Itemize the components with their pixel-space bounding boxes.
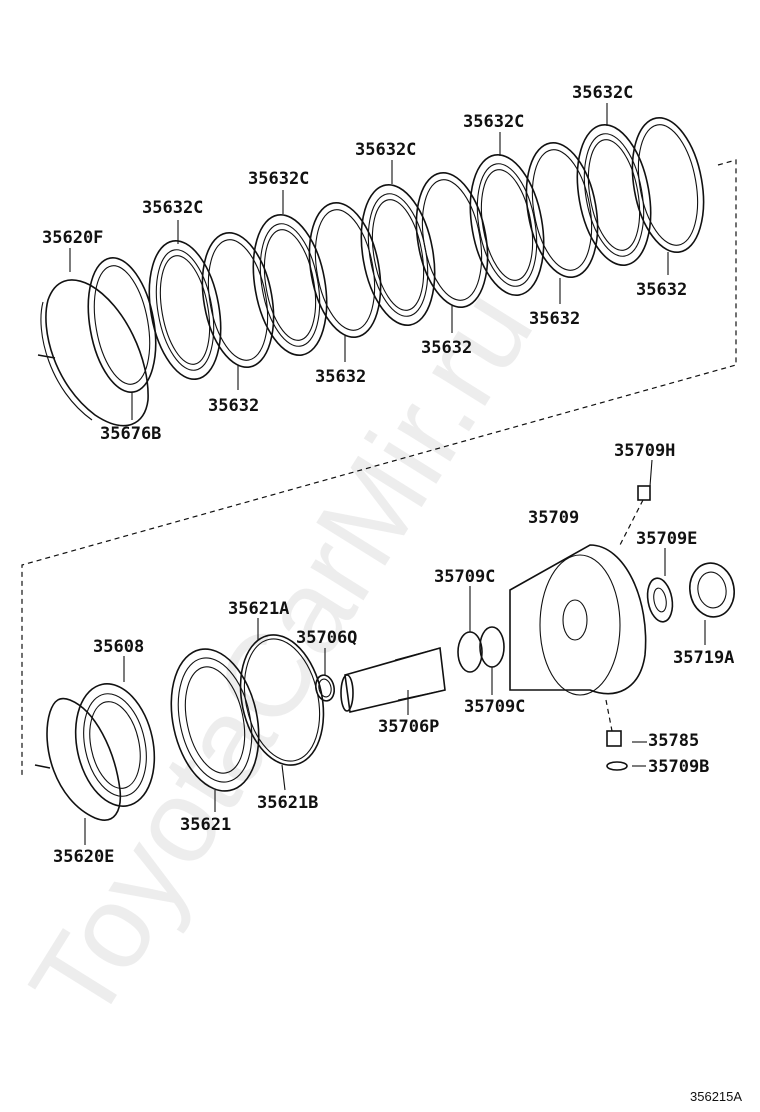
label-35632C-4: 35632C [248, 169, 309, 189]
label-35709C-bottom: 35709C [464, 697, 525, 717]
leader-lines-lower [84, 459, 706, 845]
label-35709: 35709 [528, 508, 579, 528]
dashed-outline [21, 159, 737, 778]
cap-35785 [605, 699, 622, 747]
label-35632-4: 35632 [315, 367, 366, 387]
label-35706Q: 35706Q [296, 628, 357, 648]
washer-35709E [646, 577, 674, 623]
clutch-plate-stack [87, 116, 705, 393]
label-35632-1: 35632 [636, 280, 687, 300]
label-35632C-1: 35632C [572, 83, 633, 103]
label-35632C-2: 35632C [463, 112, 524, 132]
label-35706P: 35706P [378, 717, 439, 737]
label-35621: 35621 [180, 815, 231, 835]
illustration-reference: 356215A [690, 1089, 742, 1104]
plug-35709H [619, 485, 651, 546]
ring-35706Q [314, 674, 336, 702]
label-35632C-5: 35632C [142, 198, 203, 218]
seal-rings-35709C [457, 626, 505, 673]
label-35620F: 35620F [42, 228, 103, 248]
label-35608: 35608 [93, 637, 144, 657]
label-35621B: 35621B [257, 793, 318, 813]
snap-ring-35620F [37, 279, 149, 427]
shaft-35706P [340, 646, 446, 713]
drum-35709 [509, 544, 647, 696]
label-35632-5: 35632 [208, 396, 259, 416]
label-35632-2: 35632 [529, 309, 580, 329]
label-35709B: 35709B [648, 757, 709, 777]
label-35709C-top: 35709C [434, 567, 495, 587]
label-35621A: 35621A [228, 599, 289, 619]
label-35632C-3: 35632C [355, 140, 416, 160]
bearing-35719A [689, 562, 735, 618]
one-way-clutch-35608 [74, 683, 156, 807]
planetary-gear-35621 [170, 648, 260, 792]
label-35785: 35785 [648, 731, 699, 751]
label-35632-3: 35632 [421, 338, 472, 358]
snap-ring-35620E [34, 697, 122, 821]
leader-lines-upper [69, 103, 669, 420]
watermark: ToyotaCarMir.ru [5, 268, 558, 1044]
o-ring-35709B [606, 761, 628, 771]
label-35620E: 35620E [53, 847, 114, 867]
label-35719A: 35719A [673, 648, 734, 668]
label-35709E: 35709E [636, 529, 697, 549]
label-35676B: 35676B [100, 424, 161, 444]
label-35709H: 35709H [614, 441, 675, 461]
